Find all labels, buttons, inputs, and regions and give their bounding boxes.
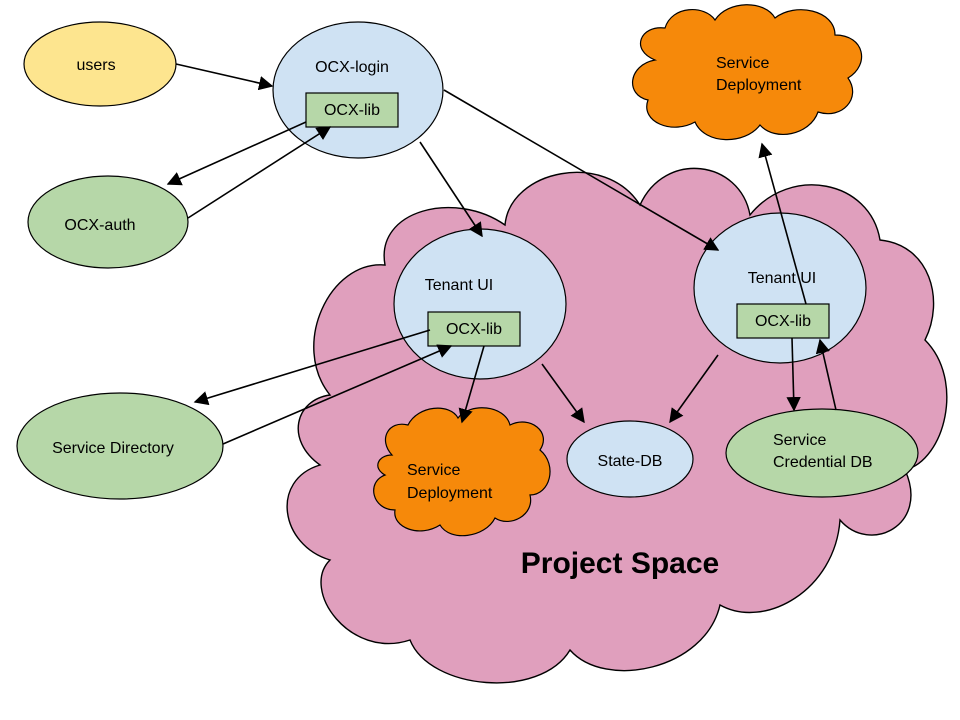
state-db-ellipse: [566, 420, 694, 498]
users-label: users: [76, 57, 115, 74]
edge-lib-to-inner-deploy: [458, 345, 485, 424]
credential-db-node: Service Credential DB: [725, 408, 919, 498]
tenant-ui-left-label: Tenant UI: [425, 277, 493, 294]
ocx-lib-left-box: [427, 311, 521, 347]
tenant-ui-left-ellipse: [393, 228, 567, 380]
ocx-lib-right-box: [736, 303, 830, 339]
edge-lib-to-service-directory: [193, 329, 431, 406]
ocx-auth-node: OCX-auth: [27, 175, 189, 269]
service-directory-ellipse: [16, 392, 224, 500]
service-deployment-inner: Service Deployment: [373, 407, 551, 537]
service-deployment-top: Service Deployment: [632, 4, 863, 141]
edge-credential-db-to-lib-right: [815, 338, 837, 411]
edge-tenant-left-to-state-db: [541, 363, 585, 424]
ocx-lib-left-label: OCX-lib: [446, 321, 502, 338]
edge-login-to-tenant-right: [443, 89, 720, 251]
edge-tenant-right-to-state-db: [669, 354, 719, 424]
edge-users-to-login: [175, 63, 274, 91]
credential-db-ellipse: [725, 408, 919, 498]
edge-auth-to-lib: [187, 126, 332, 219]
edge-lib-right-to-credential-db: [786, 337, 801, 412]
state-db-node: State-DB: [566, 420, 694, 498]
ocx-lib-login-label: OCX-lib: [324, 102, 380, 119]
ocx-login-node: OCX-login OCX-lib: [272, 21, 444, 159]
credential-db-line2: Credential DB: [773, 454, 873, 471]
service-deployment-top-line1: Service: [716, 55, 769, 72]
tenant-ui-right-label: Tenant UI: [748, 270, 816, 287]
ocx-auth-ellipse: [27, 175, 189, 269]
users-node: users: [23, 21, 177, 107]
service-directory-node: Service Directory: [16, 392, 224, 500]
project-space-label: Project Space: [521, 547, 719, 580]
state-db-label: State-DB: [598, 453, 663, 470]
ocx-auth-label: OCX-auth: [64, 217, 135, 234]
ocx-login-ellipse: [272, 21, 444, 159]
ocx-lib-login-box: [305, 92, 399, 128]
service-deployment-inner-shape: [373, 407, 551, 537]
service-directory-label: Service Directory: [52, 440, 174, 457]
tenant-ui-right-ellipse: [693, 212, 867, 364]
edges: [166, 63, 837, 445]
tenant-ui-right-node: Tenant UI OCX-lib: [693, 212, 867, 364]
service-deployment-top-line2: Deployment: [716, 77, 802, 94]
credential-db-line1: Service: [773, 432, 826, 449]
tenant-ui-left-node: Tenant UI OCX-lib: [393, 228, 567, 380]
edge-login-to-tenant-left: [419, 141, 483, 238]
ocx-login-label: OCX-login: [315, 59, 389, 76]
ocx-lib-right-label: OCX-lib: [755, 313, 811, 330]
edge-service-directory-to-lib: [222, 344, 453, 445]
service-deployment-inner-line1: Service: [407, 462, 460, 479]
edge-lib-right-to-top-deploy: [758, 142, 807, 305]
service-deployment-inner-line2: Deployment: [407, 485, 493, 502]
service-deployment-top-shape: [632, 4, 863, 141]
edge-lib-to-auth: [166, 121, 307, 186]
